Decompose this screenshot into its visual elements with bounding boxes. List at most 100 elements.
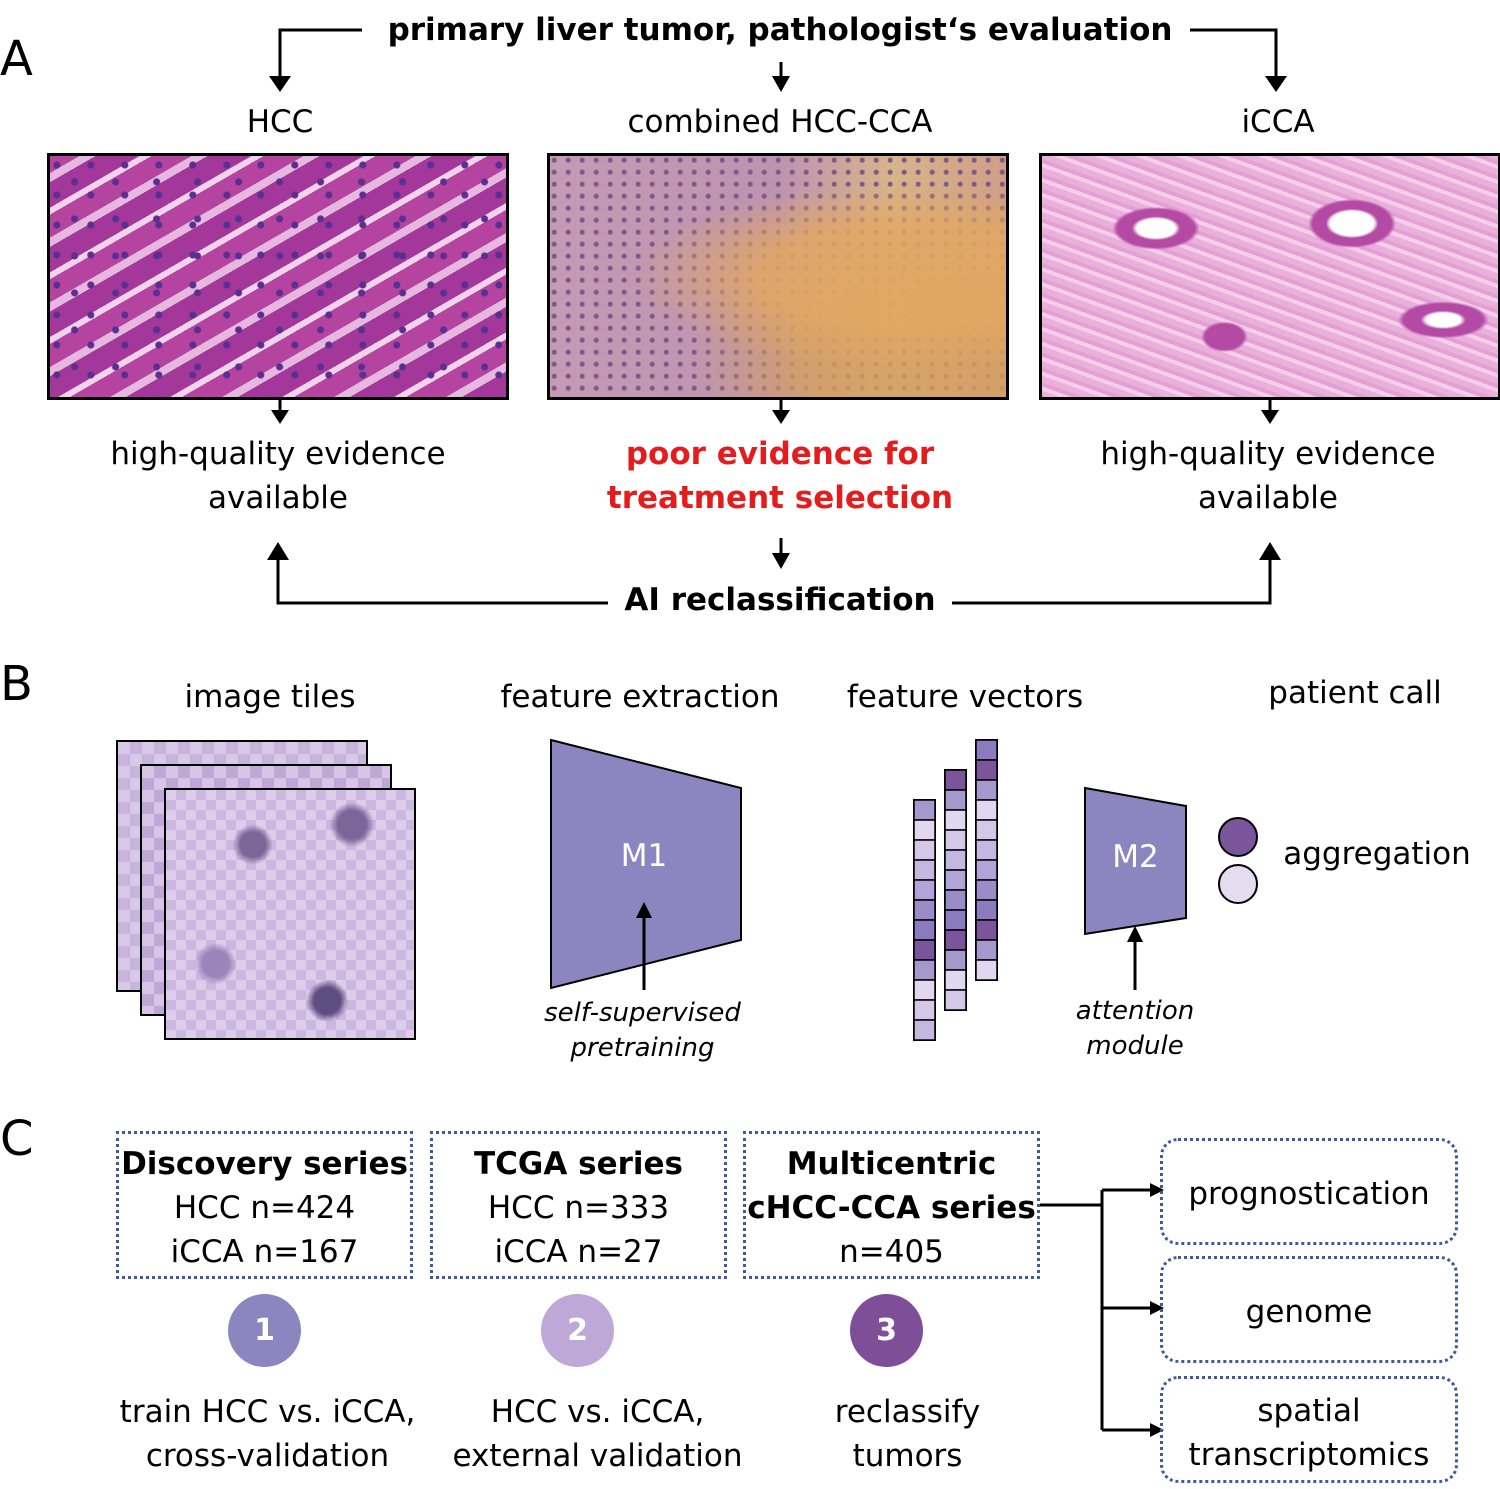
feature-vector-cell xyxy=(944,769,967,791)
feature-vector-cell xyxy=(913,999,936,1021)
feature-vector-cell xyxy=(975,799,998,821)
panel-a-connectors xyxy=(267,28,1287,605)
discovery-series-icca: iCCA n=167 xyxy=(170,1234,359,1270)
feature-vector-cell xyxy=(975,959,998,981)
step-circle-2: 2 xyxy=(541,1294,614,1367)
tcga-series-title: TCGA series xyxy=(474,1146,683,1182)
outcome-spatial-box: spatial transcriptomics xyxy=(1160,1376,1458,1483)
header-feature-extraction: feature extraction xyxy=(500,679,780,715)
feature-vector-cell xyxy=(913,839,936,861)
outcome-prognostication-box: prognostication xyxy=(1160,1138,1458,1245)
outcome-genome-box: genome xyxy=(1160,1256,1458,1363)
header-image-tiles: image tiles xyxy=(184,679,356,715)
model-m1-label: M1 xyxy=(620,838,668,874)
feature-vector-cell xyxy=(944,909,967,931)
feature-vector-cell xyxy=(975,879,998,901)
aggregation-circle-dark xyxy=(1218,817,1258,857)
feature-vector-cell xyxy=(975,819,998,841)
label-icca: iCCA xyxy=(1241,104,1315,140)
panel-letter-b: B xyxy=(0,656,33,712)
outcome-spatial-line1: spatial xyxy=(1257,1393,1361,1429)
evidence-combined-line1: poor evidence for xyxy=(625,436,935,472)
tile-front xyxy=(164,788,416,1040)
feature-vector-cell xyxy=(913,979,936,1001)
evidence-hcc-line2: available xyxy=(208,480,348,516)
panel-b-graphics xyxy=(550,738,1258,1041)
discovery-series-title: Discovery series xyxy=(121,1146,408,1182)
tcga-series-hcc: HCC n=333 xyxy=(487,1190,670,1226)
label-combined: combined HCC-CCA xyxy=(627,104,933,140)
feature-vector-cell xyxy=(944,849,967,871)
feature-vector-cell xyxy=(975,739,998,761)
m2-caption-line2: module xyxy=(1086,1031,1184,1061)
aggregation-circle-light xyxy=(1218,864,1258,904)
tcga-series-box: TCGA series HCC n=333 iCCA n=27 xyxy=(430,1131,727,1279)
feature-vector-cell xyxy=(975,939,998,961)
feature-vector-cell xyxy=(944,809,967,831)
header-patient-call: patient call xyxy=(1268,675,1442,711)
feature-vector-cell xyxy=(944,989,967,1011)
model-m2-label: M2 xyxy=(1112,839,1159,875)
feature-vector-cell xyxy=(975,779,998,801)
feature-vector-cell xyxy=(975,899,998,921)
arrow-title-to-icca xyxy=(1190,28,1278,80)
tcga-series-icca: iCCA n=27 xyxy=(494,1234,663,1270)
panel-letter-c: C xyxy=(0,1111,34,1167)
discovery-series-hcc: HCC n=424 xyxy=(173,1190,356,1226)
model-m2-shape xyxy=(1084,786,1187,936)
header-feature-vectors: feature vectors xyxy=(846,679,1084,715)
ai-reclassification-label: AI reclassification xyxy=(624,582,936,618)
feature-vector-cell xyxy=(913,819,936,841)
feature-vector-cell xyxy=(913,899,936,921)
feature-vector-cell xyxy=(913,959,936,981)
feature-vector-cell xyxy=(944,969,967,991)
feature-vector-cell xyxy=(975,859,998,881)
feature-vector-cell xyxy=(975,759,998,781)
outcome-genome: genome xyxy=(1245,1294,1373,1330)
m1-caption-line2: pretraining xyxy=(570,1033,715,1063)
step-2-desc-line1: HCC vs. iCCA, xyxy=(490,1394,705,1430)
evidence-icca-line1: high-quality evidence xyxy=(1100,436,1436,472)
feature-vector-cell xyxy=(975,919,998,941)
label-hcc: HCC xyxy=(246,104,314,140)
feature-vector-cell xyxy=(913,919,936,941)
discovery-series-box: Discovery series HCC n=424 iCCA n=167 xyxy=(116,1131,413,1279)
arrow-title-to-hcc xyxy=(278,28,362,80)
evidence-hcc-line1: high-quality evidence xyxy=(110,436,446,472)
histology-image-icca xyxy=(1039,153,1500,400)
step-2-desc-line2: external validation xyxy=(452,1438,743,1474)
feature-vector-cell xyxy=(944,789,967,811)
step-circle-3: 3 xyxy=(850,1294,923,1367)
panel-a-title: primary liver tumor, pathologist‘s evalu… xyxy=(387,12,1173,48)
histology-image-combined xyxy=(547,153,1009,400)
step-1-desc-line2: cross-validation xyxy=(145,1438,390,1474)
model-m1-shape xyxy=(550,738,742,990)
step-3-desc-line1: reclassify xyxy=(834,1394,981,1430)
feature-vector-cell xyxy=(944,829,967,851)
feature-vector-cell xyxy=(913,1019,936,1041)
evidence-icca-line2: available xyxy=(1198,480,1338,516)
multicentric-series-box: Multicentric cHCC-CCA series n=405 xyxy=(743,1131,1040,1279)
aggregation-label: aggregation xyxy=(1283,836,1471,872)
feature-vector-cell xyxy=(913,799,936,821)
m1-caption-line1: self-supervised xyxy=(544,998,741,1028)
multicentric-series-title-1: Multicentric xyxy=(786,1146,997,1182)
feature-vector-cell xyxy=(944,929,967,951)
feature-vector-cell xyxy=(944,869,967,891)
feature-vector-cell xyxy=(975,839,998,861)
feature-vector-cell xyxy=(944,949,967,971)
feature-vector-cell xyxy=(913,859,936,881)
feature-vector-cell xyxy=(913,939,936,961)
m2-caption-line1: attention xyxy=(1075,996,1195,1026)
step-circle-1: 1 xyxy=(228,1294,301,1367)
histology-image-hcc xyxy=(47,153,509,400)
step-3-desc-line2: tumors xyxy=(852,1438,963,1474)
panel-c-branch-arrows xyxy=(1040,1183,1164,1437)
panel-letter-a: A xyxy=(0,31,33,87)
multicentric-series-title-2: cHCC-CCA series xyxy=(747,1190,1036,1226)
evidence-combined-line2: treatment selection xyxy=(606,480,954,516)
outcome-spatial-line2: transcriptomics xyxy=(1188,1437,1430,1473)
feature-vector-cell xyxy=(913,879,936,901)
multicentric-series-n: n=405 xyxy=(839,1234,944,1270)
feature-vector-cell xyxy=(944,889,967,911)
